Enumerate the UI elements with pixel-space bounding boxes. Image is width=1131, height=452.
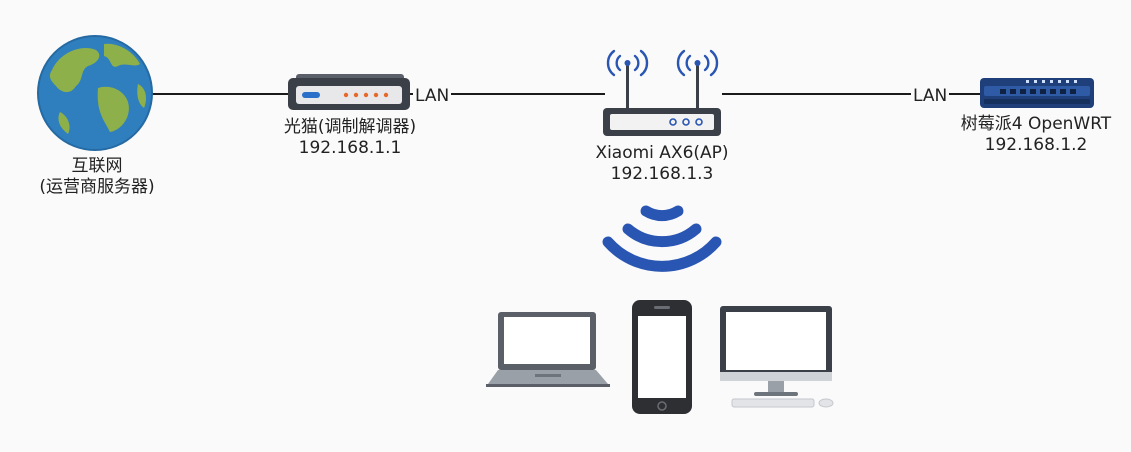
globe-icon xyxy=(37,35,153,151)
rpi-ip: 192.168.1.2 xyxy=(984,135,1088,155)
ap-label: Xiaomi AX6(AP) 192.168.1.3 xyxy=(576,143,748,185)
ap-ip: 192.168.1.3 xyxy=(610,164,714,184)
port-label-modem-ap: LAN xyxy=(413,86,452,106)
router-icon xyxy=(603,49,721,136)
port-label-ap-rpi: LAN xyxy=(911,86,950,106)
internet-name: 互联网 xyxy=(71,156,123,176)
phone-icon xyxy=(632,300,692,414)
modem-name: 光猫(调制解调器) xyxy=(283,117,417,137)
internet-label: 互联网 (运营商服务器) xyxy=(22,156,172,198)
internet-sub: (运营商服务器) xyxy=(39,177,155,197)
modem-icon xyxy=(288,74,410,110)
desktop-icon xyxy=(720,306,834,408)
ap-name: Xiaomi AX6(AP) xyxy=(595,143,729,163)
openwrt-router-icon xyxy=(980,78,1094,108)
laptop-icon xyxy=(486,312,610,387)
modem-label: 光猫(调制解调器) 192.168.1.1 xyxy=(258,117,442,159)
rpi-label: 树莓派4 OpenWRT 192.168.1.2 xyxy=(946,114,1126,156)
wifi-signal-icon xyxy=(602,205,722,272)
modem-ip: 192.168.1.1 xyxy=(298,138,402,158)
rpi-name: 树莓派4 OpenWRT xyxy=(960,114,1112,134)
